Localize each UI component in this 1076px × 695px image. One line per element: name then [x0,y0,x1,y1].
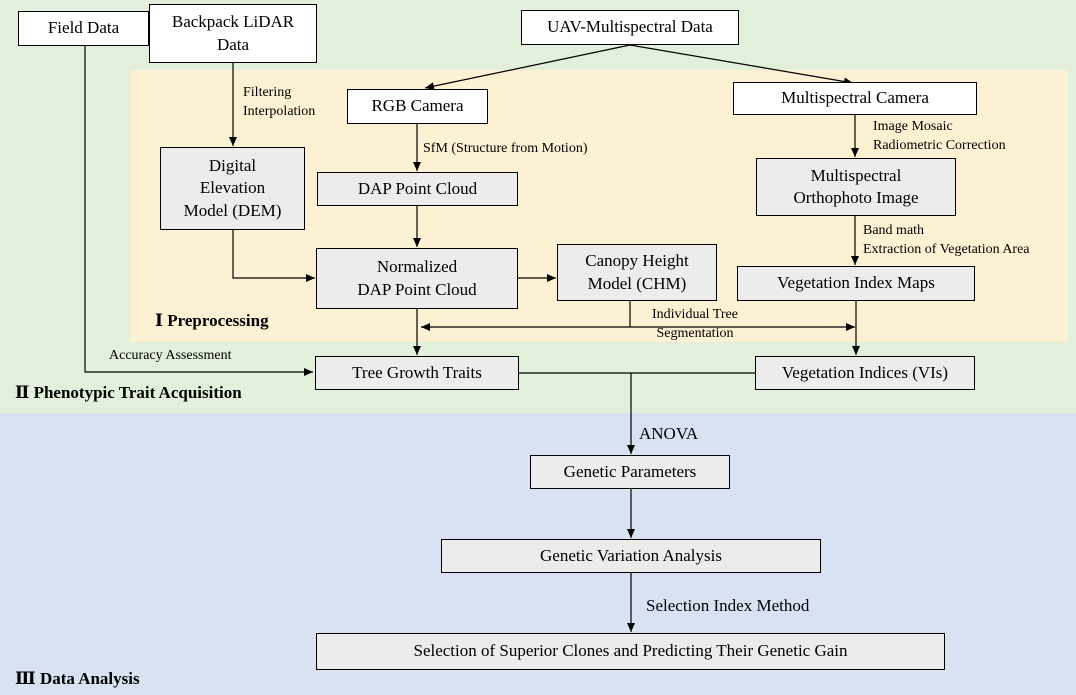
label-individual-tree: Individual Tree Segmentation [652,306,738,344]
box-gp-text: Genetic Parameters [563,461,697,481]
section-title-phenotypic: Ⅱ Phenotypic Trait Acquisition [15,383,242,402]
box-rgb-text: RGB Camera [371,96,464,116]
box-vi-maps-text: Vegetation Index Maps [777,273,935,293]
box-genetic-variation: Genetic Variation Analysis [441,539,821,573]
box-ortho-line2: Orthophoto Image [793,188,919,207]
box-vegetation-indices: Vegetation Indices (VIs) [755,356,975,390]
box-chm-line1: Canopy Height [585,251,689,271]
label-tree-line2: Segmentation [656,325,734,341]
box-ortho-line1: Multispectral [810,165,902,185]
box-selection-text: Selection of Superior Clones and Predict… [413,641,848,661]
label-selection-index: Selection Index Method [646,595,809,618]
label-sfm: SfM (Structure from Motion) [423,140,587,159]
box-dem: Digital Elevation Model (DEM) [160,147,305,230]
section-title-analysis: Ⅲ Data Analysis [15,669,140,688]
box-normalized-line2: DAP Point Cloud [357,279,477,299]
label-accuracy: Accuracy Assessment [109,347,231,366]
box-vi-maps: Vegetation Index Maps [737,266,975,301]
box-backpack-lidar-line2: Data [216,34,250,54]
label-filtering-line2: Interpolation [243,103,316,119]
box-vis-text: Vegetation Indices (VIs) [781,362,949,382]
label-mosaic-line1: Image Mosaic [873,119,953,134]
label-band-line2: Extraction of Vegetation Area [863,241,1030,257]
label-filtering: Filtering Interpolation [243,84,315,122]
section-title-preprocessing: Ⅰ Preprocessing [155,311,269,330]
box-dem-line2: Elevation [199,178,266,198]
box-backpack-lidar-line1: Backpack LiDAR [171,12,295,32]
box-rgb-camera: RGB Camera [347,89,488,124]
box-dem-line1: Digital [208,156,257,176]
label-anova-text: ANOVA [639,424,699,443]
box-tgt-text: Tree Growth Traits [352,362,482,382]
label-accuracy-text: Accuracy Assessment [109,348,232,363]
box-normalized-line1: Normalized [376,257,458,277]
box-dap-text: DAP Point Cloud [357,178,478,198]
label-image-mosaic: Image Mosaic Radiometric Correction [873,118,1006,156]
box-ortho-image: Multispectral Orthophoto Image [756,158,956,216]
label-sfm-text: SfM (Structure from Motion) [423,141,588,156]
arrow-dem-norm [232,230,315,282]
label-band-line1: Band math [863,223,925,238]
box-chm-line2: Model (CHM) [587,273,687,293]
box-ms-camera-text: Multispectral Camera [781,88,929,108]
box-genetic-parameters: Genetic Parameters [530,455,730,489]
label-tree-line1: Individual Tree [652,307,738,322]
box-tree-growth-traits: Tree Growth Traits [315,356,519,390]
box-gva-text: Genetic Variation Analysis [540,545,722,565]
box-backpack-lidar: Backpack LiDAR Data [149,4,317,63]
label-selection-index-text: Selection Index Method [646,596,810,615]
box-normalized-dap: Normalized DAP Point Cloud [316,248,518,309]
label-anova: ANOVA [639,423,698,446]
box-uav-multispectral: UAV-Multispectral Data [521,10,739,45]
box-field-data-text: Field Data [47,18,120,38]
label-filtering-line1: Filtering [243,85,292,100]
box-chm: Canopy Height Model (CHM) [557,244,717,301]
box-dem-line3: Model (DEM) [183,200,282,220]
arrow-uav-rgb [424,44,631,91]
box-field-data: Field Data [18,11,149,46]
box-uav-text: UAV-Multispectral Data [547,17,713,37]
arrow-field-tgt [84,45,313,376]
box-multispectral-camera: Multispectral Camera [733,82,977,115]
label-band-math: Band math Extraction of Vegetation Area [863,222,1030,260]
box-dap-point-cloud: DAP Point Cloud [317,172,518,206]
box-selection-superior: Selection of Superior Clones and Predict… [316,633,945,670]
arrow-uav-ms [629,44,854,86]
label-mosaic-line2: Radiometric Correction [873,137,1006,153]
